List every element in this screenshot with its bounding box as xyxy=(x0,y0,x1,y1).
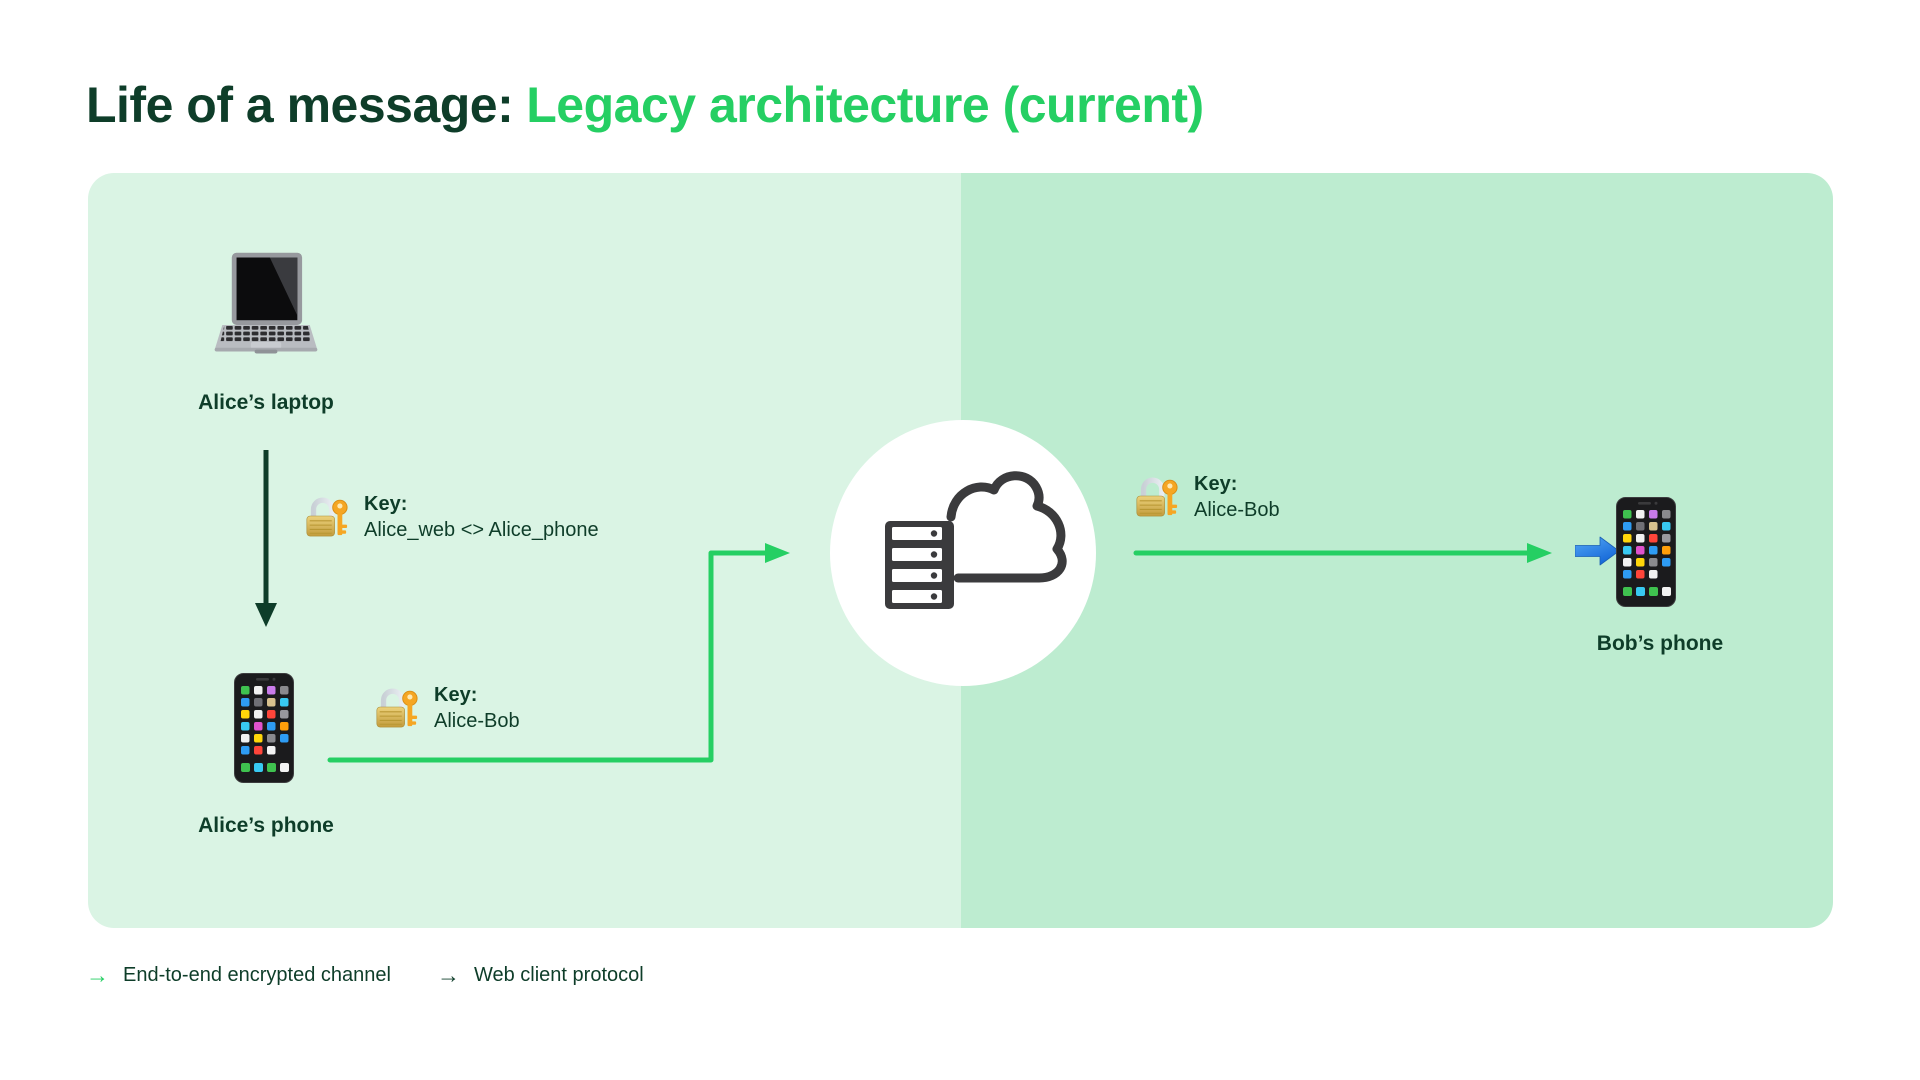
legend: → End-to-end encrypted channel → Web cli… xyxy=(86,964,644,987)
key-text: Key: Alice-Bob xyxy=(1194,471,1280,523)
laptop-icon xyxy=(214,252,318,354)
key-text: Key: Alice_web <> Alice_phone xyxy=(364,491,599,543)
server-cloud-icon xyxy=(885,471,1067,609)
key-block-alice-bob-right: Key: Alice-Bob xyxy=(1133,471,1280,523)
key-label: Key: xyxy=(434,684,478,706)
smartphone-icon xyxy=(1616,497,1676,607)
key-value: Alice-Bob xyxy=(434,710,520,732)
smartphone-icon xyxy=(234,673,294,783)
key-block-alice-bob-left: Key: Alice-Bob xyxy=(373,682,520,734)
title-highlight: Legacy architecture (current) xyxy=(526,77,1204,133)
green-arrow-icon: → xyxy=(86,962,109,988)
server-node xyxy=(830,420,1096,686)
alice-phone-label: Alice’s phone xyxy=(198,814,334,837)
bob-phone-label: Bob’s phone xyxy=(1596,632,1724,655)
dark-arrow-icon: → xyxy=(436,962,460,988)
key-value: Alice-Bob xyxy=(1194,499,1280,521)
lock-key-icon xyxy=(1136,477,1178,517)
legend-item-e2e: → End-to-end encrypted channel xyxy=(86,964,391,987)
key-label: Key: xyxy=(1194,473,1238,495)
legend-label: Web client protocol xyxy=(473,964,644,986)
key-label: Key: xyxy=(364,493,408,515)
alice-laptop-label: Alice’s laptop xyxy=(198,391,334,414)
key-block-web-phone: Key: Alice_web <> Alice_phone xyxy=(303,491,599,543)
legend-label: End-to-end encrypted channel xyxy=(123,964,391,986)
key-value: Alice_web <> Alice_phone xyxy=(364,519,599,541)
lock-key-icon xyxy=(306,497,348,537)
title-prefix: Life of a message: xyxy=(86,77,514,133)
blue-arrow-icon xyxy=(1575,536,1620,566)
lock-key-icon xyxy=(376,688,418,728)
page-title: Life of a message:Legacy architecture (c… xyxy=(86,80,1204,130)
legend-item-web-client: → Web client protocol xyxy=(437,964,644,987)
key-text: Key: Alice-Bob xyxy=(434,682,520,734)
